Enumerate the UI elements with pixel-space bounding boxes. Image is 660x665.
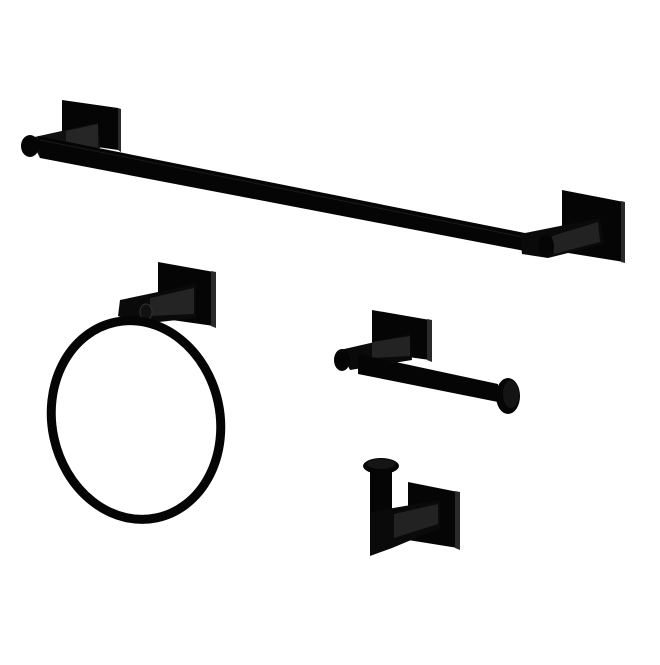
towel-ring bbox=[46, 262, 226, 524]
towel-bar bbox=[21, 100, 625, 263]
toilet-paper-holder bbox=[334, 310, 520, 414]
robe-hook bbox=[363, 458, 460, 556]
